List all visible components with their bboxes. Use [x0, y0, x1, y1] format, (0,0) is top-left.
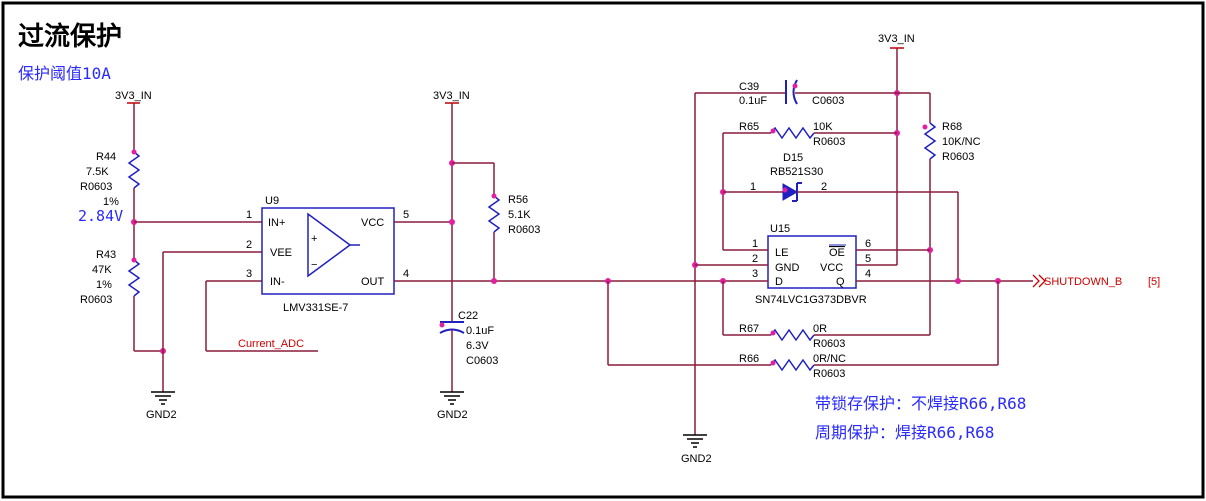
r44-value: 7.5K — [86, 166, 109, 178]
off-page-connector-icon — [1032, 274, 1046, 288]
ground-label-middle: GND2 — [437, 409, 468, 421]
r68-ref: R68 — [942, 121, 962, 133]
threshold-subtitle: 保护阈值10A — [18, 64, 111, 83]
r56-ref: R56 — [508, 194, 528, 206]
resistor-r65 — [770, 126, 815, 140]
r56-value: 5.1K — [508, 209, 531, 221]
r43-value: 47K — [92, 264, 112, 276]
c22-voltage: 6.3V — [466, 340, 489, 352]
r67-value: 0R — [813, 323, 827, 335]
u15-pin1-num: 1 — [752, 238, 758, 250]
c39-value: 0.1uF — [739, 95, 767, 107]
c22-value: 0.1uF — [466, 325, 494, 337]
d15-part: RB521S30 — [770, 166, 823, 178]
resistor-r66 — [770, 358, 815, 372]
u15-pin-vcc-name: VCC — [820, 262, 843, 274]
r68-value: 10K/NC — [942, 136, 981, 148]
c39-pkg: C0603 — [812, 95, 844, 107]
u9-ref: U9 — [265, 195, 279, 207]
ground-label-left: GND2 — [146, 409, 177, 421]
r43-tol: 1% — [96, 279, 112, 291]
r67-pkg: R0603 — [813, 338, 845, 350]
r68-pkg: R0603 — [942, 151, 974, 163]
r66-value: 0R/NC — [813, 353, 846, 365]
note-cycle-protection: 周期保护：焊接R66,R68 — [815, 423, 994, 442]
r43-pkg: R0603 — [80, 294, 112, 306]
d15-ref: D15 — [783, 152, 803, 164]
r44-ref: R44 — [96, 151, 116, 163]
ground-symbol-left — [151, 391, 175, 405]
resistor-r43 — [127, 259, 141, 297]
u15-pin5-num: 5 — [865, 253, 871, 265]
u9-body — [261, 207, 395, 295]
u15-part: SN74LVC1G373DBVR — [755, 294, 867, 306]
r65-value: 10K — [813, 121, 833, 133]
u15-pin-d-name: D — [775, 276, 783, 288]
r65-ref: R65 — [739, 121, 759, 133]
voltage-node-label: 2.84V — [78, 207, 123, 225]
power-label-left: 3V3_IN — [115, 90, 152, 102]
r65-pkg: R0603 — [813, 136, 845, 148]
net-current-adc: Current_ADC — [238, 338, 304, 350]
c22-pkg: C0603 — [466, 355, 498, 367]
c22-ref: C22 — [458, 310, 478, 322]
r66-ref: R66 — [739, 353, 759, 365]
resistor-r67 — [770, 328, 815, 342]
power-label-middle: 3V3_IN — [433, 90, 470, 102]
page-title: 过流保护 — [18, 22, 122, 52]
capacitor-c39 — [785, 79, 798, 105]
u9-pin2-num: 2 — [246, 239, 252, 251]
u15-pin2-num: 2 — [752, 253, 758, 265]
u9-pin-inp-name: IN+ — [268, 217, 285, 229]
d15-pin2: 2 — [821, 181, 827, 193]
power-label-right: 3V3_IN — [878, 33, 915, 45]
net-shutdown-b: SHUTDOWN_B — [1044, 276, 1122, 288]
u15-pin6-num: 6 — [865, 238, 871, 250]
u15-pin3-num: 3 — [752, 268, 758, 280]
u9-pin4-num: 4 — [403, 268, 409, 280]
resistor-r56 — [487, 195, 501, 233]
u9-plus: + — [311, 233, 317, 245]
u9-pin-inn-name: IN- — [270, 276, 285, 288]
net-shutdown-ref: [5] — [1148, 276, 1160, 288]
ground-symbol-middle — [440, 391, 464, 405]
u15-body — [767, 235, 857, 289]
ground-symbol-right — [683, 434, 707, 448]
resistor-r68 — [923, 122, 937, 160]
c39-ref: C39 — [739, 81, 759, 93]
u9-pin1-num: 1 — [246, 209, 252, 221]
u9-part: LMV331SE-7 — [283, 302, 348, 314]
u15-pin-q-name: Q — [836, 276, 845, 288]
r44-tol: 1% — [103, 196, 119, 208]
u15-pin4-num: 4 — [865, 268, 871, 280]
r56-pkg: R0603 — [508, 224, 540, 236]
r43-ref: R43 — [96, 249, 116, 261]
ground-label-right: GND2 — [681, 453, 712, 465]
u15-pin-le-name: LE — [775, 247, 788, 259]
u9-pin-vee-name: VEE — [270, 247, 292, 259]
r66-pkg: R0603 — [813, 368, 845, 380]
resistor-r44 — [127, 151, 141, 189]
note-latch-protection: 带锁存保护：不焊接R66,R68 — [815, 394, 1026, 413]
d15-pin1: 1 — [750, 181, 756, 193]
u15-pin-gnd-name: GND — [775, 262, 800, 274]
u9-pin5-num: 5 — [403, 209, 409, 221]
op-amp-triangle-icon — [307, 212, 352, 278]
r67-ref: R67 — [739, 323, 759, 335]
r44-pkg: R0603 — [80, 181, 112, 193]
u9-pin3-num: 3 — [246, 268, 252, 280]
u9-pin-vcc-name: VCC — [361, 217, 384, 229]
capacitor-c22 — [439, 321, 465, 334]
u15-pin-oe-name: OE — [829, 247, 845, 259]
u9-pin-out-name: OUT — [361, 276, 385, 288]
u15-ref: U15 — [770, 223, 790, 235]
u9-minus: − — [311, 259, 317, 271]
